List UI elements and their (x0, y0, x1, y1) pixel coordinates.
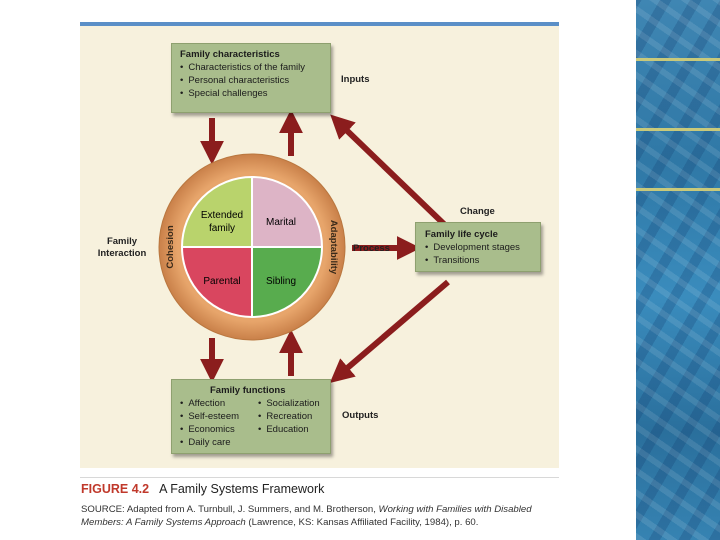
family-characteristics-list: Characteristics of the family Personal c… (180, 61, 330, 100)
family-interaction-label: Family Interaction (97, 236, 147, 260)
figure-caption-title: FIGURE 4.2 A Family Systems Framework (81, 482, 324, 496)
sibling-label: Sibling (266, 276, 296, 287)
family-characteristics-title: Family characteristics (180, 49, 280, 60)
source-prefix: SOURCE: Adapted from A. Turnbull, J. Sum… (81, 504, 379, 515)
arrow-lifecycle-to-functions (329, 279, 450, 384)
family-interaction-line: Interaction (97, 248, 147, 259)
list-item: Economics (180, 423, 258, 436)
list-item: Affection (180, 397, 258, 410)
change-label: Change (460, 206, 495, 217)
list-item: Self-esteem (180, 410, 258, 423)
family-characteristics-box: Family characteristics Characteristics o… (171, 43, 331, 113)
list-item: Development stages (425, 241, 540, 254)
quadrant-extended-family (180, 175, 253, 248)
process-label: Process (353, 243, 390, 254)
family-interaction-line: Family (106, 236, 138, 247)
decorative-side-art (636, 0, 720, 540)
quadrant-sibling (251, 246, 324, 319)
side-art-stripe (636, 128, 720, 131)
figure-source-note: SOURCE: Adapted from A. Turnbull, J. Sum… (81, 503, 561, 529)
figure-number: FIGURE 4.2 (81, 482, 150, 496)
quadrant-marital (251, 175, 324, 248)
list-item: Recreation (258, 410, 320, 423)
marital-label: Marital (266, 217, 296, 228)
extended-family-label: Extended (201, 210, 243, 221)
family-life-cycle-box: Family life cycle Development stages Tra… (415, 222, 541, 272)
list-item: Socialization (258, 397, 319, 410)
source-title: Working with Families with Disabled Memb… (81, 504, 532, 528)
quadrant-parental (180, 246, 253, 319)
side-art-stripe (636, 58, 720, 61)
cohesion-ring-label: Cohesion (165, 225, 176, 268)
parental-label: Parental (203, 276, 240, 287)
list-item: Daily care (180, 436, 258, 449)
extended-family-label: family (209, 223, 235, 234)
inputs-label: Inputs (341, 74, 370, 85)
caption-rule (80, 477, 559, 478)
side-art-stripe (636, 188, 720, 191)
family-life-cycle-list: Development stages Transitions (425, 241, 540, 267)
family-life-cycle-title: Family life cycle (425, 229, 498, 240)
adaptability-ring-label: Adaptability (328, 220, 339, 275)
source-suffix: (Lawrence, KS: Kansas Affiliated Facilit… (245, 517, 479, 528)
list-item: Special challenges (180, 87, 330, 100)
figure-title: A Family Systems Framework (159, 482, 325, 496)
list-item: Personal characteristics (180, 74, 330, 87)
arrow-lifecycle-to-inputs (330, 114, 449, 229)
family-functions-box: Family functions Affection Self-esteem E… (171, 379, 331, 454)
family-functions-col2: Socialization Recreation Education (258, 397, 320, 449)
family-functions-title: Family functions (210, 385, 286, 396)
list-item: Transitions (425, 254, 540, 267)
outputs-label: Outputs (342, 410, 379, 421)
list-item: Characteristics of the family (180, 61, 330, 74)
family-functions-col1: Affection Self-esteem Economics Daily ca… (180, 397, 258, 449)
list-item: Education (258, 423, 320, 436)
figure-top-rule (80, 22, 559, 26)
